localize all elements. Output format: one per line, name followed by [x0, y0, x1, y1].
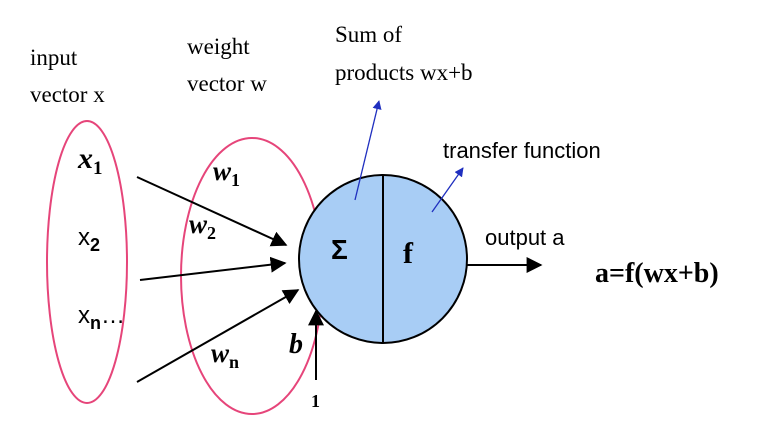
input-arrow-2	[139, 256, 287, 281]
input-x1: x1	[77, 142, 103, 179]
transfer-annotation-arrow	[431, 167, 464, 213]
transfer-f-symbol: f	[403, 237, 414, 270]
input-label-line1: input	[30, 45, 78, 70]
input-label-line2: vector x	[30, 82, 105, 107]
transfer-function-label: transfer function	[443, 138, 601, 163]
formula-label: a=f(wx+b)	[595, 258, 719, 289]
sum-label-line1: Sum of	[335, 22, 402, 47]
weight-w1: w1	[213, 156, 240, 190]
sum-label-line2: products wx+b	[335, 60, 473, 85]
weight-label-line2: vector w	[187, 71, 267, 96]
weight-w2: w2	[189, 209, 216, 243]
output-label: output a	[485, 225, 565, 250]
input-xn: xn…	[78, 302, 125, 333]
weight-wn: wn	[211, 338, 239, 372]
input-arrow-n	[136, 289, 300, 383]
bias-b-label: b	[289, 329, 303, 360]
input-x2: x2	[78, 224, 100, 255]
input-vector-ellipse	[46, 120, 128, 404]
bias-one-label: 1	[311, 391, 320, 411]
input-arrow-1	[136, 176, 288, 247]
weight-label-line1: weight	[187, 34, 250, 59]
sum-annotation-arrow	[354, 100, 382, 201]
sum-symbol: Σ	[331, 234, 348, 265]
